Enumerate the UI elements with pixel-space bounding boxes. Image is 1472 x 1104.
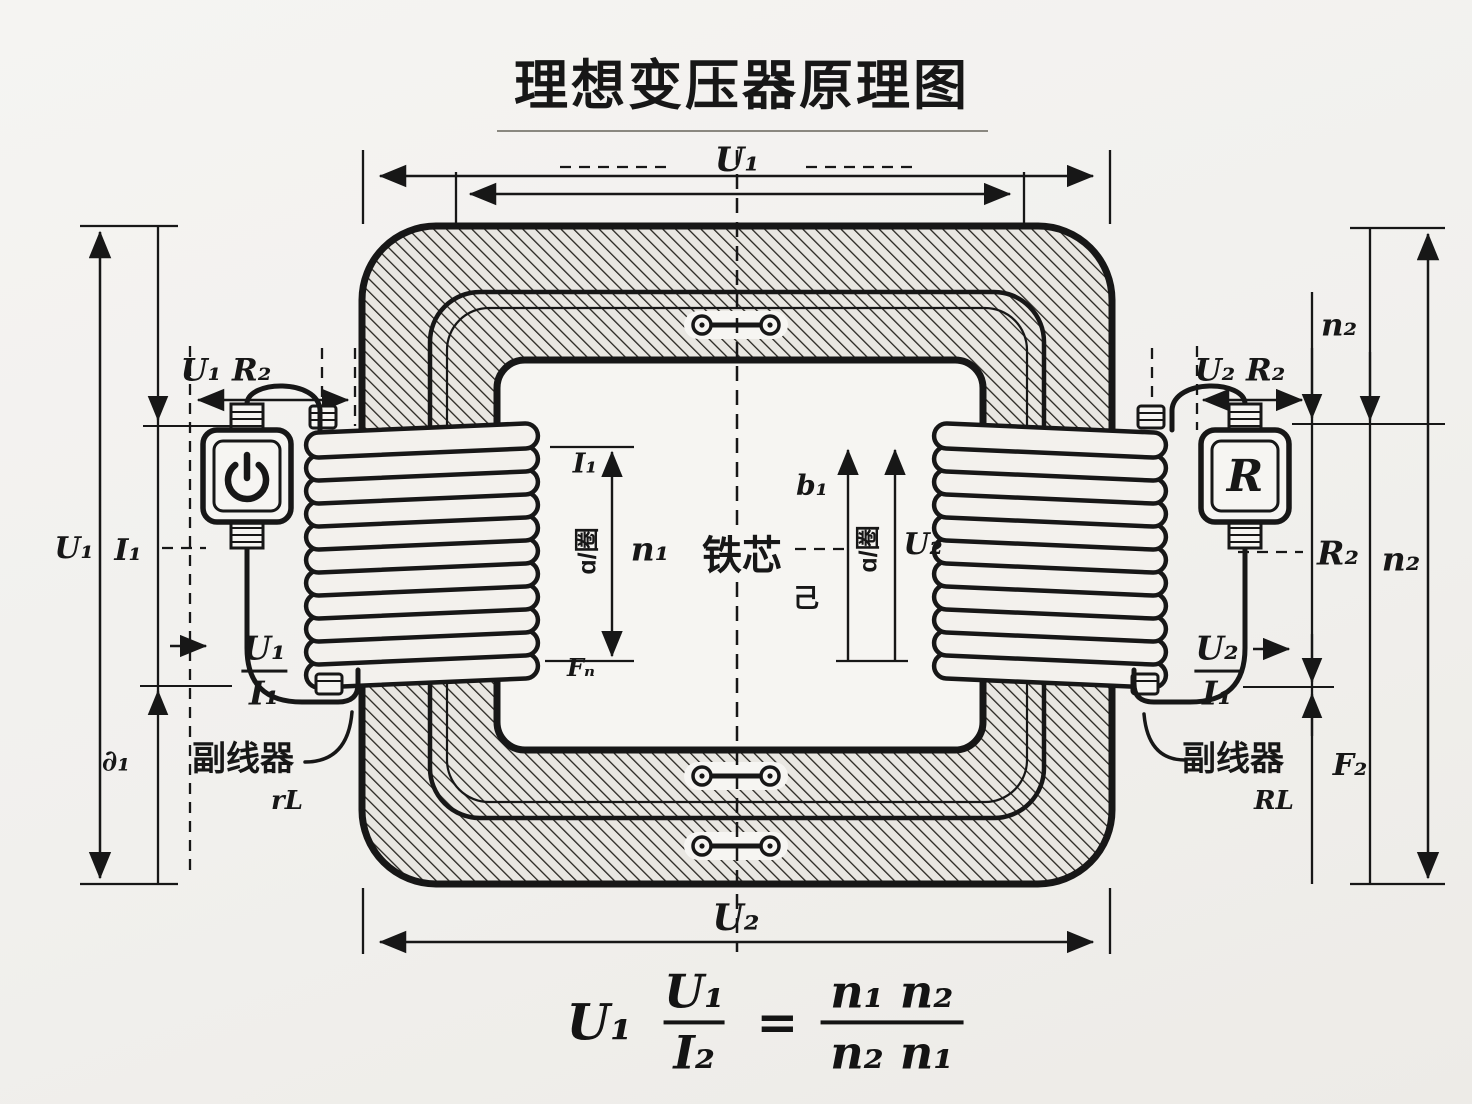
dim-label-fn: Fₙ [566, 653, 596, 682]
dim-label-ji: 己 [792, 583, 820, 613]
primary-ratio-numerator: U₁ [242, 628, 286, 668]
dim-label-bottom-u2: U₂ [712, 897, 760, 939]
secondary-ratio-fraction: U₂ I₁ [1187, 628, 1246, 713]
formula-equals: = [756, 992, 799, 1052]
dimension-lines [80, 150, 1445, 954]
formula-fraction-1: U₁ I₂ [654, 966, 734, 1077]
load-resistor-box [1198, 402, 1292, 550]
secondary-coil [931, 404, 1169, 696]
primary-ratio-denominator: I₁ [241, 669, 287, 713]
dim-label-u1r2: U₁ R₂ [180, 352, 272, 389]
formula-lead: U₁ [566, 992, 633, 1052]
dim-label-top-u1: U₁ [714, 140, 760, 180]
dim-label-u2r2: U₂ R₂ [1194, 352, 1286, 389]
secondary-winding-sublabel: RL [1254, 786, 1294, 816]
dim-label-d1: ∂₁ [101, 743, 131, 778]
secondary-ratio-numerator: U₂ [1195, 628, 1239, 668]
power-icon [224, 451, 270, 503]
dim-label-f2: F₂ [1332, 748, 1368, 783]
dim-label-n2-mid: n₂ [1381, 539, 1421, 579]
power-switch-box [200, 402, 294, 550]
secondary-winding-label: 副线器 [1182, 740, 1284, 778]
resistor-icon: R [1226, 451, 1264, 502]
transformer-formula: U₁ U₁ I₂ = n₁ n₂ n₂ n₁ [567, 966, 964, 1077]
dim-label-b1: b₁ [796, 469, 828, 502]
secondary-ratio-denominator: I₁ [1194, 669, 1240, 713]
formula-frac1-den: I₂ [663, 1020, 726, 1078]
dim-label-r2: R₂ [1317, 533, 1359, 573]
primary-winding-sublabel: rL [271, 786, 303, 816]
dim-label-left-outer: U₁ [54, 531, 94, 566]
dim-label-n1: n₁ [630, 529, 670, 569]
primary-winding-label: 副线器 [192, 740, 294, 778]
dim-label-left-inner: I₁ [114, 533, 142, 568]
formula-frac2-num: n₁ n₂ [830, 964, 954, 1019]
formula-frac2-den: n₂ n₁ [820, 1020, 964, 1078]
formula-fraction-2: n₁ n₂ n₂ n₁ [820, 964, 964, 1078]
rotated-label-right: ɑ/圈 [854, 525, 883, 573]
primary-coil [303, 404, 541, 696]
iron-core-label: 铁芯 [692, 534, 792, 578]
rotated-label-left: ɑ/圈 [573, 527, 602, 575]
primary-ratio-fraction: U₁ I₁ [234, 628, 293, 713]
page-title: 理想变压器原理图 [514, 56, 970, 116]
formula-frac1-num: U₁ [664, 964, 725, 1019]
circuit-wires [244, 383, 1248, 764]
dim-label-i1-window: I₁ [572, 448, 598, 480]
dim-label-n2-top: n₂ [1320, 307, 1358, 344]
dim-label-u2-window: U₂ [903, 527, 943, 562]
